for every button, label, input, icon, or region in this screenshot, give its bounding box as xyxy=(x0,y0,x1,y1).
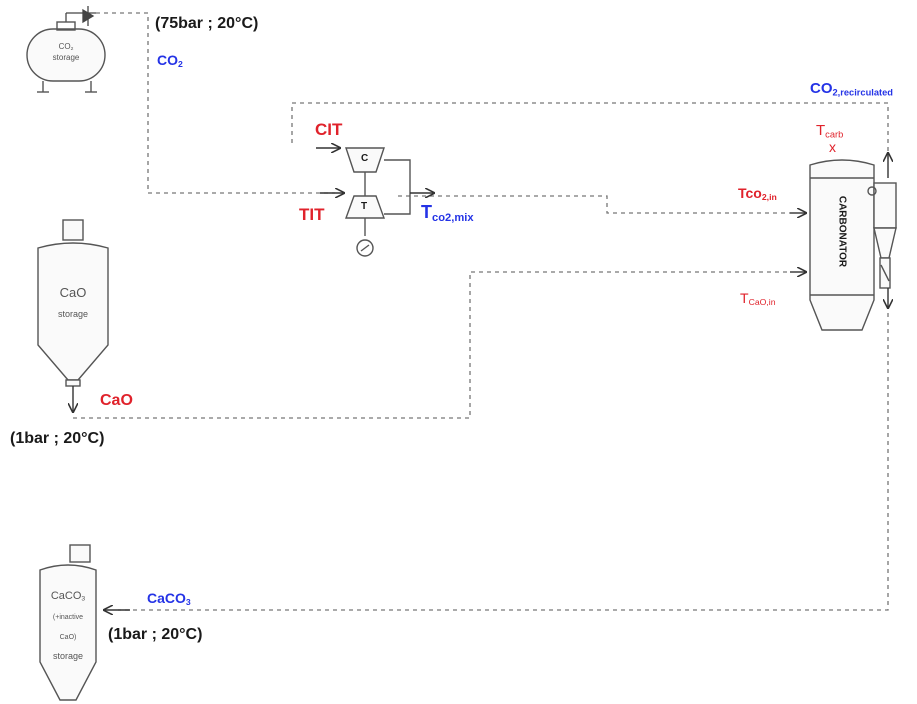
turbine-shape xyxy=(345,195,385,219)
tco2-mix-label: Tco2,mix xyxy=(421,202,474,224)
co2-conditions-label: (75bar ; 20°C) xyxy=(155,15,259,32)
compressor-shape xyxy=(345,147,385,173)
caco3-return-line xyxy=(118,305,889,611)
tco2-in-label: Tco2,in xyxy=(738,185,777,203)
cao-conditions-label: (1bar ; 20°C) xyxy=(10,430,105,447)
co2-stream-label: CO2 xyxy=(157,52,183,70)
cao-storage-title: CaO xyxy=(59,285,87,300)
caco3-storage-line4: storage xyxy=(52,651,84,661)
caco3-storage-label: CaCO3 (+inactive CaO) storage xyxy=(40,585,96,665)
compressor-letter: C xyxy=(361,153,369,164)
cao-stream-label: CaO xyxy=(100,392,133,409)
co2-storage-subtitle: storage xyxy=(52,53,80,63)
cao-storage-silo xyxy=(37,219,109,387)
co2-storage-label: CO2 storage xyxy=(37,42,95,63)
co2-supply-line xyxy=(96,12,335,194)
tit-label: TIT xyxy=(299,205,325,224)
co2-recirculation-line xyxy=(291,102,889,160)
caco3-storage-line2: (+inactive xyxy=(52,614,84,621)
caco3-storage-title: CaCO3 xyxy=(50,590,86,603)
compressor-turbine-unit xyxy=(345,147,411,257)
carbonator-name-label: CARBONATOR xyxy=(836,195,848,268)
caco3-storage-silo xyxy=(39,544,97,701)
caco3-storage-line3: CaO) xyxy=(59,634,77,641)
co2-valve-icon xyxy=(66,6,96,26)
co2-storage-vessel xyxy=(26,13,106,93)
cao-storage-subtitle: storage xyxy=(57,309,89,319)
tcao-in-label: TCaO,in xyxy=(740,290,776,308)
tcarb-marker: x xyxy=(829,139,836,155)
carbonator-vessel xyxy=(809,159,875,331)
dashed-process-lines xyxy=(73,12,889,611)
caco3-stream-label: CaCO3 xyxy=(147,590,191,608)
turbine-letter: T xyxy=(361,201,368,212)
cao-storage-label: CaO storage xyxy=(43,283,103,323)
tcarb-label: Tcarb xyxy=(816,122,844,140)
cyclone xyxy=(867,182,897,289)
cit-label: CIT xyxy=(315,120,343,139)
generator-icon xyxy=(356,239,374,257)
co2-recirculated-label: CO2,recirculated xyxy=(810,80,893,98)
cao-feed-line xyxy=(73,271,790,419)
caco3-conditions-label: (1bar ; 20°C) xyxy=(108,626,203,643)
mixed-co2-line xyxy=(398,195,790,214)
co2-storage-title: CO2 xyxy=(58,42,74,53)
